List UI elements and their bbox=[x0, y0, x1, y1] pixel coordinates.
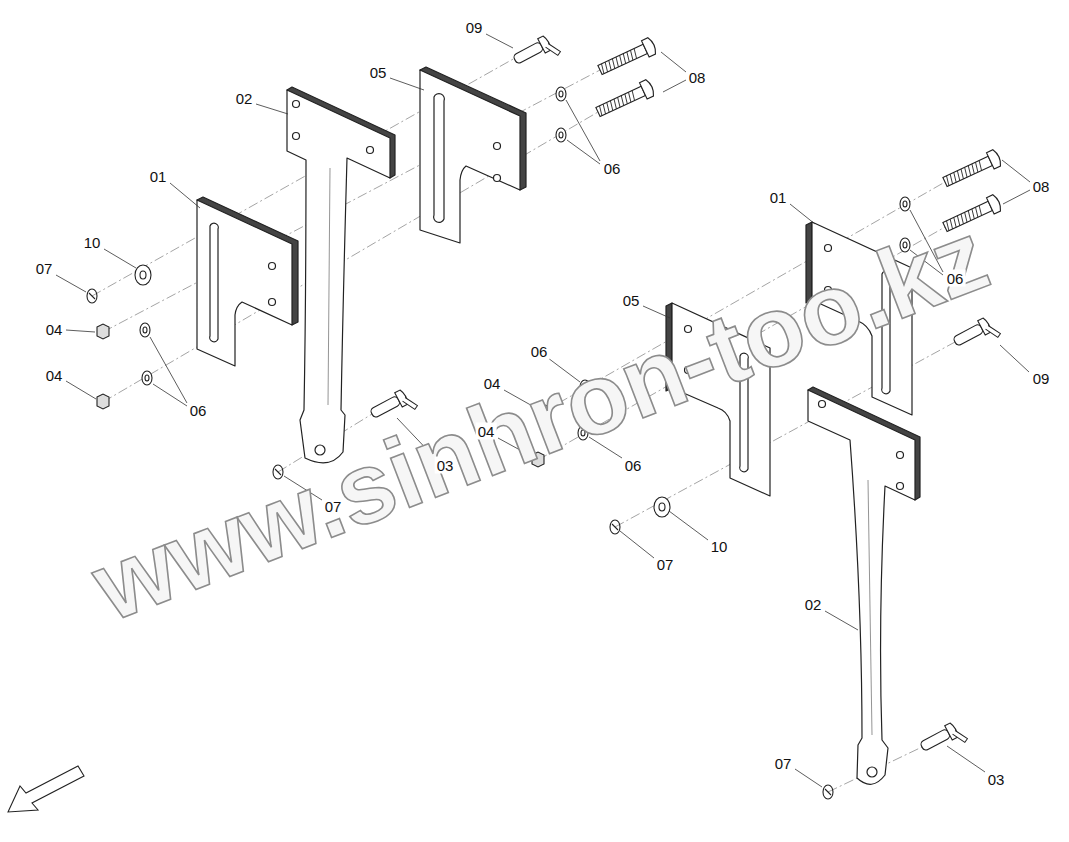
callout-number: 03 bbox=[986, 771, 1007, 788]
callout-number: 06 bbox=[529, 343, 550, 360]
callout-number: 08 bbox=[687, 69, 708, 86]
callout-number: 07 bbox=[773, 755, 794, 772]
callout-number: 08 bbox=[1031, 178, 1052, 195]
callout-number: 10 bbox=[82, 234, 103, 251]
callout-number: 09 bbox=[1031, 370, 1052, 387]
callout-number: 04 bbox=[476, 423, 497, 440]
callout-number: 07 bbox=[655, 556, 676, 573]
callout-number: 04 bbox=[44, 321, 65, 338]
leader-lines bbox=[56, 34, 1030, 787]
callout-number: 04 bbox=[44, 367, 65, 384]
callout-number: 01 bbox=[768, 189, 789, 206]
callout-number: 06 bbox=[945, 270, 966, 287]
callout-number: 01 bbox=[148, 168, 169, 185]
callout-number: 04 bbox=[482, 375, 503, 392]
callout-number: 09 bbox=[464, 19, 485, 36]
direction-arrow bbox=[8, 766, 84, 812]
watermark: www.sinhron-too.kz bbox=[80, 204, 999, 636]
callout-number: 10 bbox=[709, 538, 730, 555]
callout-number: 06 bbox=[188, 402, 209, 419]
callout-number: 07 bbox=[323, 498, 344, 515]
callout-number: 05 bbox=[368, 64, 389, 81]
callout-number: 06 bbox=[602, 160, 623, 177]
callout-number: 05 bbox=[621, 292, 642, 309]
callout-number: 06 bbox=[623, 457, 644, 474]
callout-number: 03 bbox=[435, 457, 456, 474]
callout-number: 02 bbox=[234, 90, 255, 107]
callout-number: 02 bbox=[803, 596, 824, 613]
callout-number: 07 bbox=[34, 260, 55, 277]
